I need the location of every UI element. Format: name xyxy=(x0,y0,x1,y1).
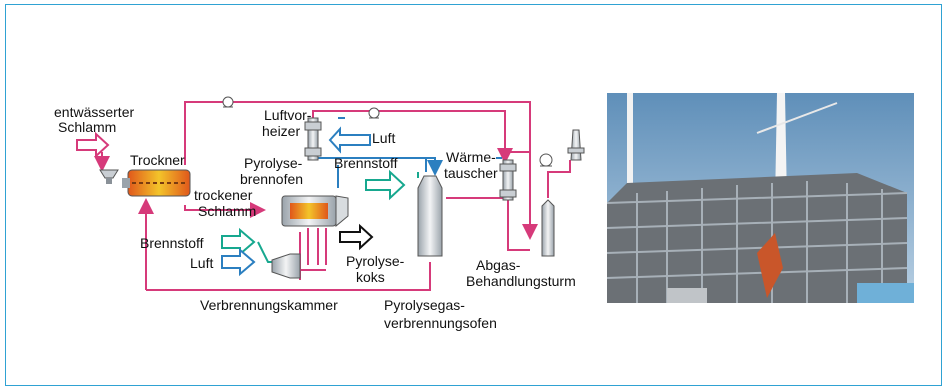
construction-site-photo xyxy=(607,93,914,303)
label-air-left: Luft xyxy=(190,255,213,271)
label-heat-exchanger-2: tauscher xyxy=(444,165,498,181)
gas-combustion-furnace xyxy=(417,175,443,257)
label-air-preheater-2: heizer xyxy=(262,123,300,139)
label-air-preheater-1: Luftvor- xyxy=(264,107,312,123)
label-pyrolysis-coke-1: Pyrolyse- xyxy=(346,253,405,269)
fuel-left-arrow xyxy=(221,227,256,257)
label-fuel-left: Brennstoff xyxy=(140,235,204,251)
label-exhaust-tower-1: Abgas- xyxy=(476,257,521,273)
fan-icon xyxy=(539,153,553,167)
label-pyrolysis-furnace-2: brennofen xyxy=(240,171,303,187)
label-exhaust-tower-2: Behandlungsturm xyxy=(466,273,576,289)
air-left-arrow xyxy=(221,247,256,277)
air-lines xyxy=(313,117,502,188)
air-preheater xyxy=(304,117,322,161)
dryer-unit xyxy=(122,169,191,197)
label-air-top: Luft xyxy=(372,130,395,146)
label-heat-exchanger-1: Wärme- xyxy=(446,149,496,165)
air-inlet-arrow xyxy=(328,126,371,154)
flue-gas-lines xyxy=(138,101,571,291)
pyrolysis-furnace xyxy=(281,195,349,228)
label-dewatered-sludge-2: Schlamm xyxy=(58,119,116,135)
fuel-inlet-arrow xyxy=(365,169,406,201)
exhaust-treatment-tower xyxy=(541,199,555,257)
label-dry-sludge-1: trockener xyxy=(194,187,253,203)
label-dry-sludge-2: Schlamm xyxy=(198,203,256,219)
sludge-inlet-arrow xyxy=(76,131,110,159)
chimney-icon xyxy=(567,129,585,161)
heat-exchanger xyxy=(499,159,517,201)
label-dewatered-sludge-1: entwässerter xyxy=(54,104,134,120)
label-gas-furnace-1: Pyrolysegas- xyxy=(384,297,465,313)
combustion-chamber xyxy=(271,253,301,279)
label-fuel-right: Brennstoff xyxy=(334,155,398,171)
fan-icon xyxy=(368,107,380,119)
fan-icon xyxy=(222,96,234,108)
label-dryer: Trockner xyxy=(130,152,185,168)
hopper-icon xyxy=(99,169,119,184)
label-pyrolysis-coke-2: koks xyxy=(356,269,385,285)
coke-outlet-arrow xyxy=(339,223,374,251)
label-gas-furnace-2: verbrennungsofen xyxy=(384,315,497,331)
label-pyrolysis-furnace-1: Pyrolyse- xyxy=(244,155,303,171)
label-combustion-chamber: Verbrennungskammer xyxy=(200,297,338,313)
figure-frame xyxy=(5,4,942,386)
